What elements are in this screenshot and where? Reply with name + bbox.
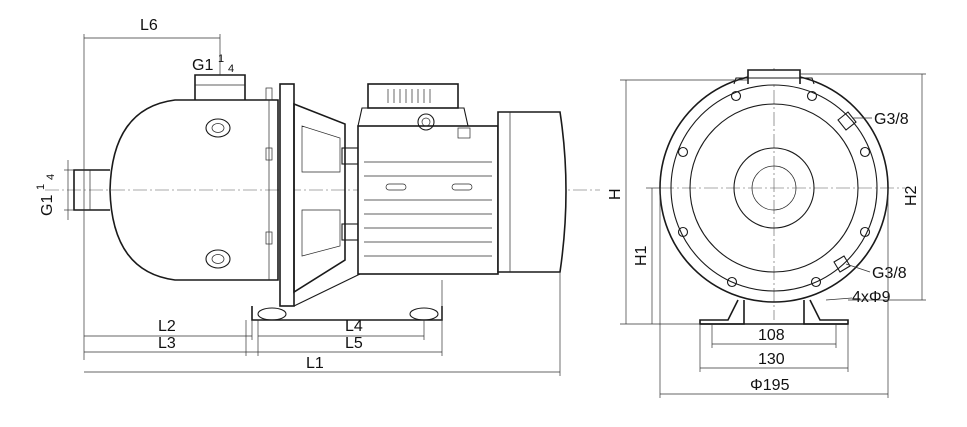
- cable-gland: [417, 113, 435, 131]
- holes-label: 4xΦ9: [852, 289, 891, 306]
- dim-L1-label: L1: [306, 355, 324, 372]
- dim-L2-label: L2: [158, 318, 176, 335]
- motor-slot: [385, 183, 407, 191]
- dim-outlet-thread: G1 1 4: [192, 53, 234, 75]
- rim-bolt: [265, 147, 273, 161]
- dim-H2-label: H2: [903, 185, 920, 206]
- front-inlet-bore: [751, 165, 797, 211]
- outlet-thread-main: G1: [192, 57, 213, 74]
- front-foot-right: [803, 299, 849, 325]
- motor-cooling-fins: [364, 161, 492, 257]
- outlet-thread-sub: 4: [228, 63, 234, 75]
- front-body-circle: [689, 103, 859, 273]
- dim-L4-label: L4: [345, 318, 363, 335]
- front-inlet-ring: [733, 147, 815, 229]
- front-plug-bottom: [833, 255, 851, 273]
- terminal-box: [367, 83, 459, 109]
- pump-housing: [109, 99, 279, 281]
- front-bolt-holes: [677, 90, 871, 288]
- motor-fan-cover: [497, 111, 567, 273]
- dim-130-label: 130: [758, 351, 785, 368]
- outlet-pipe: [194, 74, 246, 100]
- dim-L5-label: L5: [345, 335, 363, 352]
- dim-L3-label: L3: [158, 335, 176, 352]
- terminal-box-vents: [387, 89, 431, 103]
- flange-plate: [279, 83, 295, 307]
- rim-bolt: [265, 231, 273, 245]
- g38-bottom-label: G3/8: [872, 265, 907, 282]
- dim-H-label: H: [607, 188, 624, 200]
- front-foot-left: [699, 299, 745, 325]
- front-flange-inner: [670, 84, 878, 292]
- inlet-pipe: [73, 169, 110, 211]
- drain-plug-bottom: [205, 249, 231, 269]
- motor-bracket: [293, 102, 346, 294]
- outlet-thread-sup: 1: [218, 53, 224, 65]
- front-view: H H1 H2 G3/8 G3/8 4xΦ9 108 130 Φ195: [607, 68, 926, 398]
- priming-plug-top: [205, 118, 231, 138]
- front-outlet-boss: [747, 69, 801, 84]
- inlet-thread-sub: 4: [45, 174, 57, 180]
- dim-H1-label: H1: [633, 245, 650, 266]
- terminal-box-base: [357, 107, 469, 127]
- g38-top-label: G3/8: [874, 111, 909, 128]
- capacitor-tab: [457, 127, 471, 139]
- rim-bolt: [265, 87, 273, 101]
- dim-195-label: Φ195: [750, 377, 790, 394]
- inlet-thread-main: G1: [39, 195, 56, 216]
- side-view: L6 G1 1 4 G1 1 4 L2 L4 L3 L5: [35, 17, 600, 376]
- dim-inlet-thread: G1 1 4: [35, 174, 57, 216]
- motor-slot: [451, 183, 473, 191]
- dim-108-label: 108: [758, 327, 785, 344]
- foot-mount-right: [409, 307, 439, 321]
- dim-L6-label: L6: [140, 17, 158, 34]
- inlet-thread-sup: 1: [35, 184, 47, 190]
- front-plug-top: [837, 111, 857, 131]
- foot-mount-left: [257, 307, 287, 321]
